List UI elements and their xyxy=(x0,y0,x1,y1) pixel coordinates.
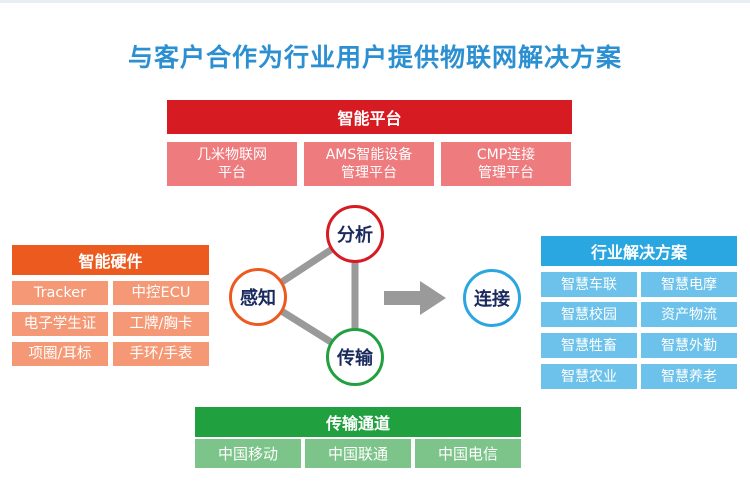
solution-item: 资产物流 xyxy=(641,302,737,327)
right-arrow-icon xyxy=(384,281,446,315)
sense-node: 感知 xyxy=(229,268,287,326)
channel-item: 中国移动 xyxy=(195,439,301,468)
channel-item: 中国联通 xyxy=(305,439,411,468)
analyze-node: 分析 xyxy=(326,205,384,263)
platform-item: AMS智能设备 管理平台 xyxy=(304,142,434,186)
solution-item: 智慧车联 xyxy=(541,272,637,297)
platform-item: CMP连接 管理平台 xyxy=(441,142,571,186)
channel-header: 传输通道 xyxy=(195,407,521,437)
hardware-item: 手环/手表 xyxy=(113,342,209,366)
solutions-header: 行业解决方案 xyxy=(541,236,737,266)
hardware-header: 智能硬件 xyxy=(12,245,209,275)
hardware-item: 项圈/耳标 xyxy=(12,342,108,366)
solution-item: 智慧牲畜 xyxy=(541,333,637,358)
solution-item: 智慧农业 xyxy=(541,364,637,389)
hardware-item: Tracker xyxy=(12,281,108,305)
connect-node: 连接 xyxy=(463,269,521,327)
solution-item: 智慧外勤 xyxy=(641,333,737,358)
solution-item: 智慧校园 xyxy=(541,302,637,327)
transmit-node: 传输 xyxy=(326,328,384,386)
solution-item: 智慧养老 xyxy=(641,364,737,389)
hardware-item: 工牌/胸卡 xyxy=(113,312,209,336)
hardware-item: 电子学生证 xyxy=(12,312,108,336)
platform-header: 智能平台 xyxy=(167,100,572,134)
hardware-item: 中控ECU xyxy=(113,281,209,305)
channel-item: 中国电信 xyxy=(415,439,521,468)
platform-item: 几米物联网 平台 xyxy=(167,142,297,186)
page-title: 与客户合作为行业用户提供物联网解决方案 xyxy=(127,43,622,72)
top-divider xyxy=(0,0,750,3)
solution-item: 智慧电摩 xyxy=(641,272,737,297)
